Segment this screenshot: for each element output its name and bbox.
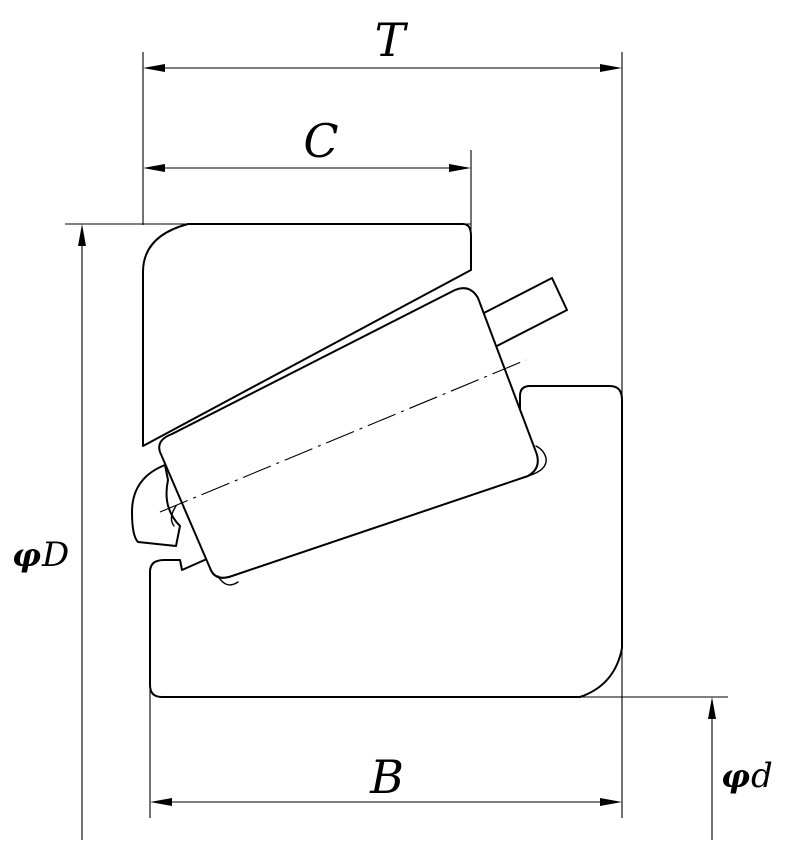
dimension-c: C	[143, 114, 471, 172]
arrowhead-right	[600, 798, 622, 806]
tapered-roller	[158, 287, 547, 586]
roller-center-line	[159, 359, 527, 513]
roller-end-relief	[170, 505, 177, 527]
outer-ring	[142, 223, 472, 447]
dimension-t: T	[143, 13, 622, 72]
dimension-label-b: B	[369, 750, 404, 804]
arrowhead-up	[708, 697, 716, 719]
cage-small-end	[131, 464, 181, 547]
dimension-label-outer-diameter: φD	[12, 535, 69, 575]
dimension-label-bore-diameter: φd	[721, 756, 773, 796]
arrowhead-right	[449, 164, 471, 172]
arrowhead-up	[78, 224, 86, 246]
arrowhead-left	[143, 164, 165, 172]
arrowhead-left	[143, 64, 165, 72]
dimension-bore-diameter: φd	[708, 697, 773, 840]
roller-end-relief	[527, 445, 547, 477]
cage	[131, 277, 568, 547]
arrowhead-right	[600, 64, 622, 72]
dimension-label-c: C	[303, 114, 338, 168]
dimension-b: B	[150, 750, 622, 806]
dimension-label-t: T	[375, 13, 409, 67]
dimension-outer-diameter: φD	[12, 224, 86, 840]
arrowhead-left	[150, 798, 172, 806]
roller-end-relief	[217, 575, 239, 586]
